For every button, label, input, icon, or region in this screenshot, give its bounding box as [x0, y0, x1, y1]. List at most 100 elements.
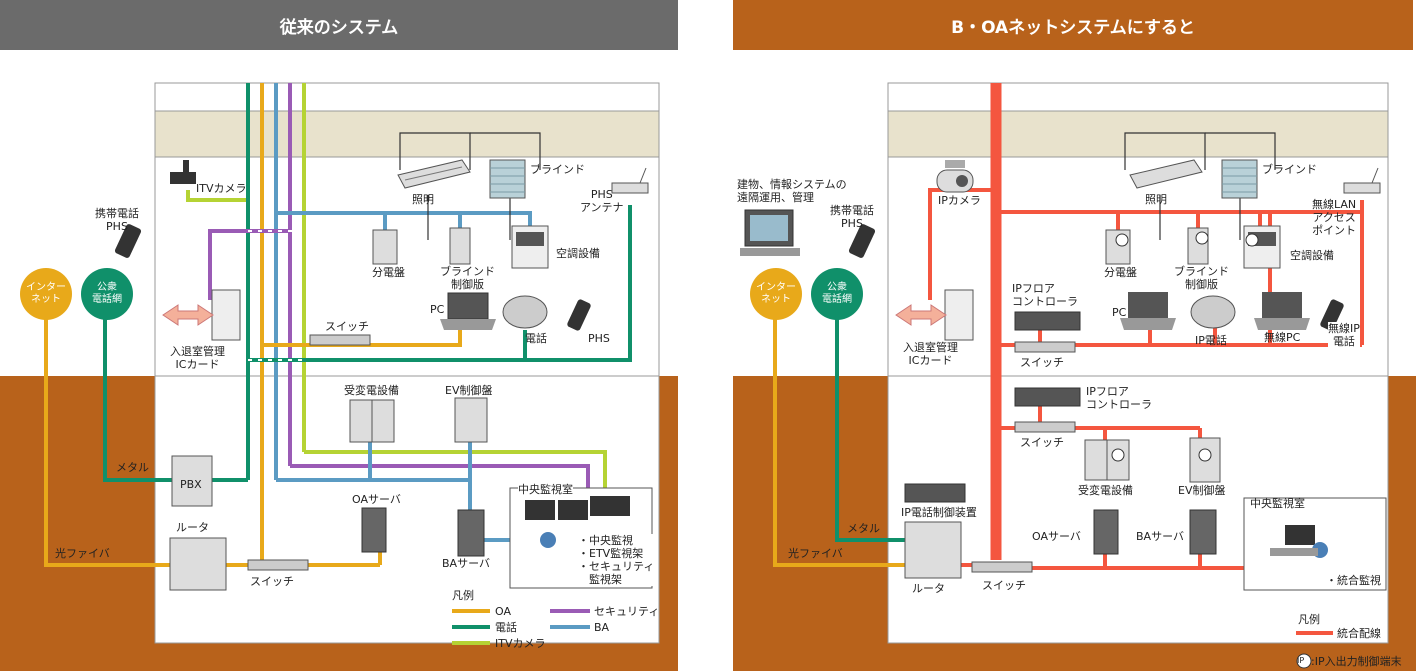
- left-sec-lower: [290, 464, 590, 490]
- left-legend-itv: ITVカメラ: [495, 637, 546, 650]
- right-legend-title: 凡例: [1298, 613, 1320, 626]
- left-hvac-label: 空調設備: [556, 247, 600, 260]
- left-optical-label: 光ファイバ: [55, 547, 110, 560]
- left-lighting-label: 照明: [412, 193, 434, 206]
- right-switch-1-icon: [1014, 341, 1076, 353]
- left-phs-antenna-icon: [611, 167, 649, 194]
- right-switch-3-icon: [971, 561, 1033, 573]
- left-tel-pbx: [103, 308, 172, 482]
- right-central-console-icon: [1270, 525, 1328, 558]
- right-hvac-icon: [1243, 225, 1281, 269]
- left-central-items: ・中央監視 ・ETV監視架 ・セキュリティ 監視架: [578, 534, 655, 586]
- left-phs-icon: [567, 299, 591, 331]
- left-distribution-board-icon: [372, 229, 398, 265]
- right-internet-node: インター ネット: [750, 268, 802, 320]
- right-ip-phone-icon: [1190, 295, 1236, 329]
- left-oa-internet: [44, 318, 170, 567]
- right-door-icon: [895, 289, 974, 341]
- right-public-line-node: 公衆 電話網: [811, 268, 863, 320]
- left-ba-server-label: BAサーバ: [442, 557, 490, 570]
- right-legend-net: 統合配線: [1337, 627, 1381, 640]
- right-lighting-icon: [1129, 159, 1203, 189]
- right-distribution-board-icon: [1105, 229, 1131, 265]
- left-phs-antenna-label: PHS アンテナ: [580, 188, 624, 214]
- right-ip-floor-ctrl-1-label: IPフロア コントローラ: [1012, 282, 1078, 308]
- left-ba-server-icon: [457, 509, 485, 557]
- left-blind-icon: [489, 159, 526, 199]
- left-public-line-label: 公衆 電話網: [92, 282, 122, 305]
- right-switch-2-label: スイッチ: [1020, 436, 1064, 449]
- left-metal-label: メタル: [116, 461, 149, 474]
- right-blind-control-label: ブラインド 制御版: [1174, 265, 1229, 291]
- right-ip-phone-ctrl-icon: [904, 483, 966, 503]
- right-public-line-label: 公衆 電話網: [822, 282, 852, 305]
- left-pbx-label: PBX: [180, 478, 202, 491]
- right-oa-server-icon: [1093, 509, 1119, 555]
- left-ev-panel-label: EV制御盤: [445, 384, 493, 397]
- right-ip-phone-ctrl-label: IP電話制御装置: [901, 506, 977, 519]
- left-oa-server-label: OAサーバ: [352, 493, 401, 506]
- right-switch-2-icon: [1014, 421, 1076, 433]
- right-ip-floor-ctrl-2-icon: [1014, 387, 1081, 407]
- right-mobile-icon: [848, 224, 876, 258]
- left-pc-label: PC: [430, 303, 445, 316]
- left-switch-bottom-label: スイッチ: [250, 575, 294, 588]
- left-lighting-icon: [397, 159, 471, 189]
- left-legend-title: 凡例: [452, 589, 474, 602]
- left-distribution-board-label: 分電盤: [372, 266, 405, 279]
- right-monitor-icon: [740, 209, 800, 256]
- right-wlan-label: 無線LAN アクセス ポイント: [1312, 198, 1357, 237]
- right-blind-control-icon: [1187, 227, 1209, 265]
- right-blind-icon: [1221, 159, 1258, 199]
- left-router-label: ルータ: [176, 521, 209, 534]
- left-ba-top: [276, 211, 532, 228]
- right-pc-icon: [1120, 292, 1176, 330]
- right-substation-icon: [1084, 439, 1130, 481]
- right-router-label: ルータ: [912, 582, 945, 595]
- right-lighting-label: 照明: [1145, 193, 1167, 206]
- left-title: 従来のシステム: [279, 17, 399, 38]
- left-pc-icon: [440, 292, 496, 330]
- right-ceiling: [887, 110, 1389, 158]
- left-legend: [452, 609, 590, 645]
- right-blind-label: ブラインド: [1262, 163, 1317, 176]
- left-itv-trunk: [186, 190, 248, 202]
- right-header: B・OAネットシステムにすると: [733, 0, 1413, 50]
- left-blind-control-label: ブラインド 制御版: [440, 265, 495, 291]
- left-switch-top-label: スイッチ: [325, 320, 369, 333]
- right-hvac-label: 空調設備: [1290, 249, 1334, 262]
- right-distribution-board-label: 分電盤: [1104, 266, 1137, 279]
- right-ip-floor-ctrl-2-label: IPフロア コントローラ: [1086, 385, 1152, 411]
- right-switch-3-label: スイッチ: [982, 579, 1026, 592]
- left-mobile-label: 携帯電話 PHS: [95, 207, 139, 233]
- left-phs-label: PHS: [588, 332, 610, 345]
- left-mobile-icon: [114, 224, 142, 258]
- left-tel-phone: [248, 205, 632, 362]
- left-itv-camera-label: ITVカメラ: [196, 182, 247, 195]
- left-switch-bottom-icon: [247, 559, 309, 571]
- left-internet-label: インター ネット: [26, 282, 66, 305]
- left-legend-sec: セキュリティ: [594, 605, 660, 618]
- right-optical-label: 光ファイバ: [788, 547, 843, 560]
- right-ba-server-icon: [1189, 509, 1217, 555]
- left-substation-label: 受変電設備: [344, 384, 399, 397]
- left-ev-panel-icon: [454, 397, 488, 443]
- right-ip-phone-label: IP電話: [1195, 334, 1227, 347]
- left-central-room-label: 中央監視室: [518, 483, 573, 496]
- left-phone-icon: [502, 295, 548, 329]
- right-integrated-label: ・統合監視: [1326, 574, 1381, 587]
- left-header: 従来のシステム: [0, 0, 678, 50]
- left-substation-icon: [349, 399, 395, 443]
- right-internet-label: インター ネット: [756, 282, 796, 305]
- left-legend-ba: BA: [594, 621, 610, 634]
- left-legend-oa: OA: [495, 605, 511, 618]
- right-wireless-phone-icon: [1320, 299, 1344, 331]
- right-central-room-label: 中央監視室: [1250, 497, 1305, 510]
- right-wireless-phone-label: 無線IP 電話: [1328, 322, 1360, 348]
- right-title: B・OAネットシステムにすると: [951, 17, 1195, 38]
- left-entry-label: 入退室管理 ICカード: [170, 345, 225, 371]
- right-substation-label: 受変電設備: [1078, 484, 1133, 497]
- left-internet-node: インター ネット: [20, 268, 72, 320]
- left-blind-label: ブラインド: [530, 163, 585, 176]
